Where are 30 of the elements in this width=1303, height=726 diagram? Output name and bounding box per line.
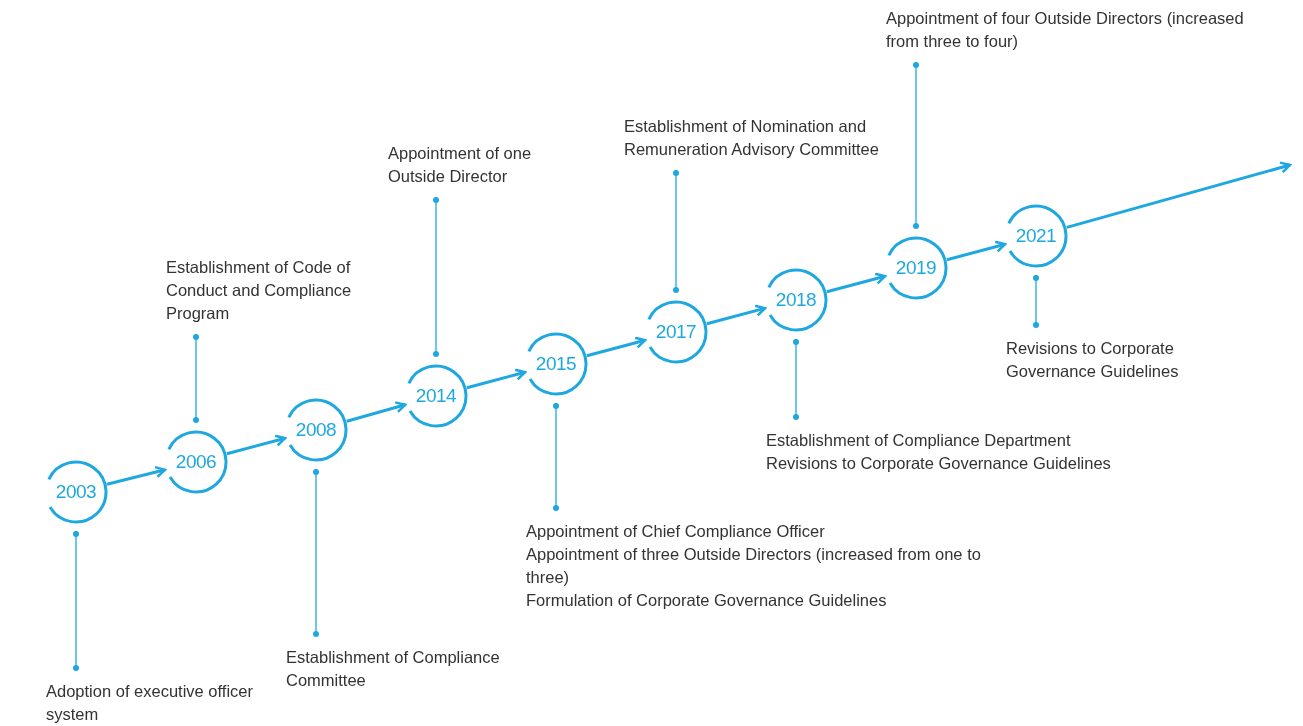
leader-line bbox=[672, 169, 680, 294]
milestone-text: Appointment of four Outside Directors (increased from three to four) bbox=[886, 8, 1245, 52]
leader-line bbox=[432, 196, 440, 358]
milestone-text: Establishment of Compliance Department bbox=[766, 430, 1072, 451]
arrow bbox=[946, 240, 1007, 262]
milestone-text: Establishment of Compliance Committee bbox=[286, 647, 501, 691]
leader-line bbox=[552, 402, 560, 512]
milestone-text: Appointment of Chief Compliance Officer bbox=[526, 521, 826, 542]
arrow bbox=[1066, 161, 1292, 229]
leader-line bbox=[792, 338, 800, 421]
leader-line bbox=[192, 333, 200, 424]
leader-line bbox=[72, 530, 80, 672]
milestone-text: Revisions to Corporate Governance Guidelines bbox=[1006, 338, 1180, 382]
arrow bbox=[586, 336, 647, 358]
leader-line bbox=[312, 468, 320, 638]
arrow bbox=[706, 304, 767, 326]
milestone-text: Establishment of Code of Conduct and Compliance Program bbox=[166, 257, 353, 324]
milestone-text: Appointment of three Outside Directors (increased from one to three) bbox=[526, 544, 982, 588]
arrow bbox=[226, 434, 287, 456]
arrow bbox=[826, 272, 887, 294]
arrow bbox=[466, 368, 527, 390]
milestone-text: Adoption of executive officer system bbox=[46, 681, 254, 725]
milestone-text: Revisions to Corporate Governance Guidelines bbox=[766, 453, 1112, 474]
arrow bbox=[106, 465, 167, 486]
leader-line bbox=[912, 61, 920, 230]
arrow bbox=[346, 401, 407, 423]
leader-line bbox=[1032, 274, 1040, 329]
milestone-text: Formulation of Corporate Governance Guidelines bbox=[526, 590, 888, 611]
milestone-text: Appointment of one Outside Director bbox=[388, 143, 533, 187]
milestone-text: Establishment of Nomination and Remuneration Advisory Committee bbox=[624, 116, 880, 160]
